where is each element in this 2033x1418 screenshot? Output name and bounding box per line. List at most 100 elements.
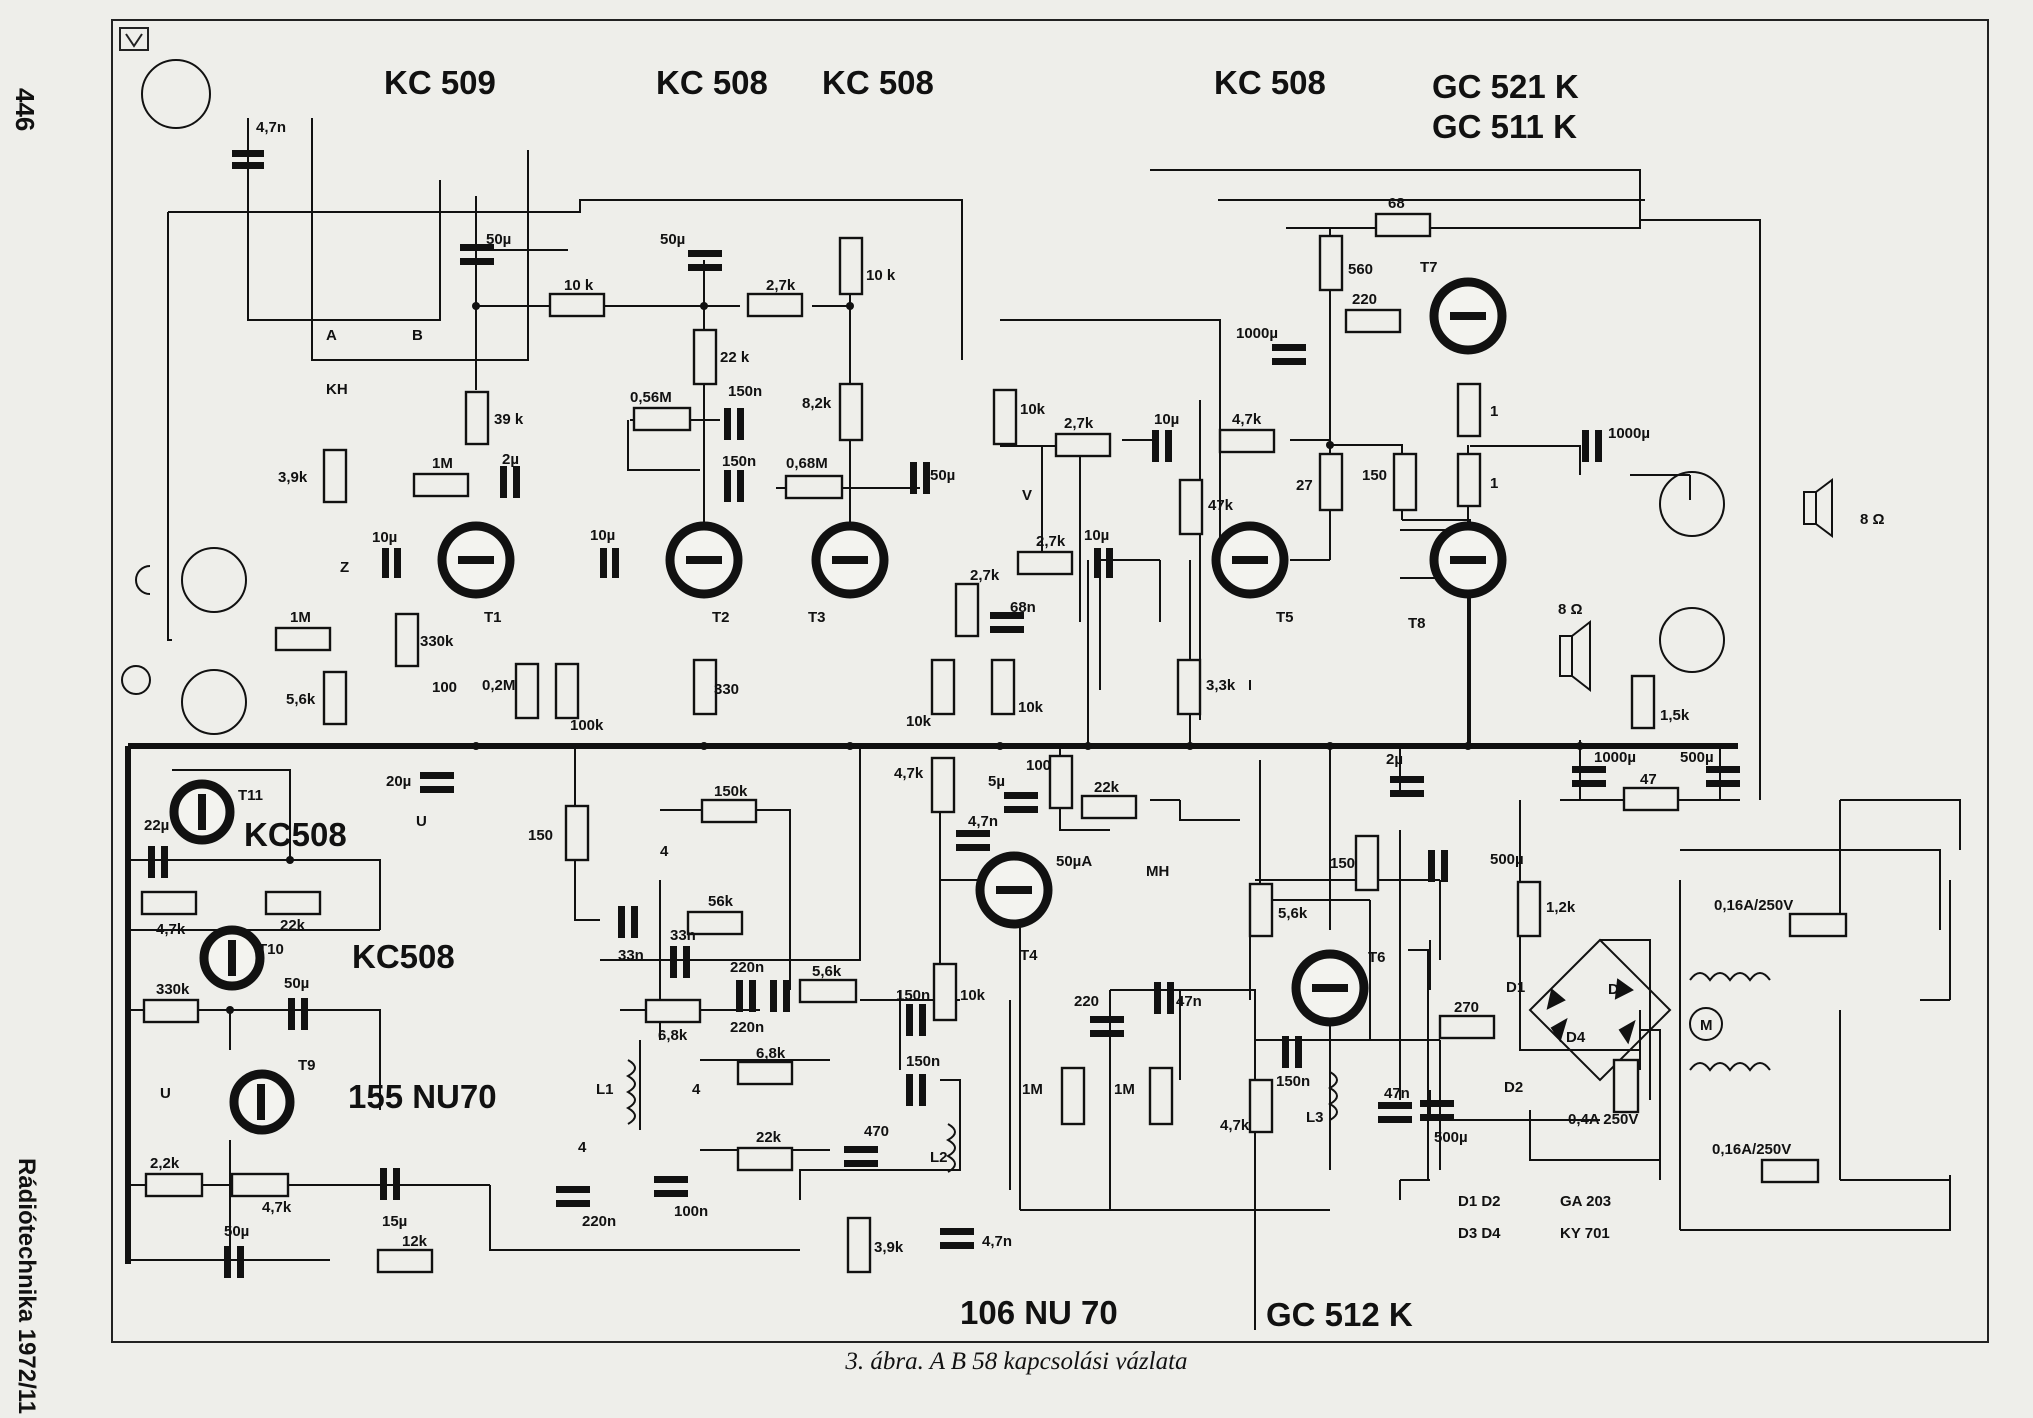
speaker-icon xyxy=(1559,619,1591,693)
diode-type-table: D1 D2 GA 203 D3 D4 KY 701 xyxy=(1458,1193,1611,1242)
svg-text:D4: D4 xyxy=(1566,1029,1586,1046)
resistor xyxy=(264,890,322,916)
resistor xyxy=(322,448,348,504)
svg-text:U: U xyxy=(160,1085,171,1102)
din-socket xyxy=(1659,607,1725,673)
svg-text:68n: 68n xyxy=(1010,599,1036,616)
svg-text:50µ: 50µ xyxy=(224,1223,249,1240)
resistor xyxy=(394,612,420,668)
svg-text:0,4A 250V: 0,4A 250V xyxy=(1568,1111,1638,1128)
svg-text:50µ: 50µ xyxy=(486,231,511,248)
svg-text:1000µ: 1000µ xyxy=(1608,425,1650,442)
svg-text:0,68M: 0,68M xyxy=(786,455,828,472)
svg-text:4,7n: 4,7n xyxy=(256,119,286,136)
svg-text:4,7k: 4,7k xyxy=(1220,1117,1250,1134)
heading-kc508-t10: KC508 xyxy=(352,938,455,975)
svg-text:6,8k: 6,8k xyxy=(756,1045,786,1062)
resistor xyxy=(274,626,332,652)
svg-text:10µ: 10µ xyxy=(1154,411,1179,428)
svg-text:470: 470 xyxy=(864,1123,889,1140)
resistor xyxy=(554,662,580,720)
svg-text:1: 1 xyxy=(1490,475,1498,492)
svg-text:4,7k: 4,7k xyxy=(1232,411,1262,428)
svg-text:T9: T9 xyxy=(298,1057,316,1074)
svg-text:12k: 12k xyxy=(402,1233,428,1250)
svg-text:500µ: 500µ xyxy=(1680,749,1714,766)
svg-text:150: 150 xyxy=(1330,855,1355,872)
resistor xyxy=(930,756,956,814)
svg-text:4: 4 xyxy=(692,1081,701,1098)
svg-text:500µ: 500µ xyxy=(1490,851,1524,868)
resistor xyxy=(692,658,718,716)
transistor-t11: T11 xyxy=(169,779,263,845)
transistor-t6: T6 xyxy=(1291,949,1386,1027)
svg-text:4: 4 xyxy=(578,1139,587,1156)
svg-text:8,2k: 8,2k xyxy=(802,395,832,412)
svg-text:22k: 22k xyxy=(1094,779,1120,796)
svg-text:150n: 150n xyxy=(728,383,762,400)
resistor xyxy=(514,662,540,720)
resistor xyxy=(736,1146,794,1172)
resistor xyxy=(700,798,758,824)
resistor xyxy=(1060,1066,1086,1126)
svg-text:T4: T4 xyxy=(1020,947,1038,964)
svg-text:U: U xyxy=(416,813,427,830)
svg-text:1000µ: 1000µ xyxy=(1594,749,1636,766)
svg-text:10k: 10k xyxy=(906,713,932,730)
svg-text:1,5k: 1,5k xyxy=(1660,707,1690,724)
schematic-frame xyxy=(111,19,1989,1343)
headphone-jack xyxy=(135,565,151,595)
heading-kc508-a: KC 508 xyxy=(656,64,768,101)
svg-text:T1: T1 xyxy=(484,609,502,626)
svg-text:47: 47 xyxy=(1640,771,1657,788)
resistor xyxy=(1176,658,1202,716)
diode-table-type: KY 701 xyxy=(1560,1225,1610,1242)
resistor xyxy=(990,658,1016,716)
svg-text:220: 220 xyxy=(1352,291,1377,308)
svg-text:5µ: 5µ xyxy=(988,773,1005,790)
svg-text:22k: 22k xyxy=(280,917,306,934)
transistor-t7: T7 xyxy=(1420,259,1507,355)
resistor xyxy=(1630,674,1656,730)
resistor xyxy=(1456,382,1482,438)
resistor xyxy=(1354,834,1380,892)
svg-text:33n: 33n xyxy=(670,927,696,944)
svg-text:220n: 220n xyxy=(730,1019,764,1036)
svg-text:22k: 22k xyxy=(756,1129,782,1146)
svg-text:T5: T5 xyxy=(1276,609,1294,626)
motor-label: M xyxy=(1700,1017,1713,1034)
svg-text:33n: 33n xyxy=(618,947,644,964)
heading-kc508-t11: KC508 xyxy=(244,816,347,853)
resistor xyxy=(1218,428,1276,454)
svg-text:1000µ: 1000µ xyxy=(1236,325,1278,342)
svg-text:330: 330 xyxy=(714,681,739,698)
svg-text:1M: 1M xyxy=(1114,1081,1135,1098)
fuse xyxy=(1760,1158,1820,1184)
resistor xyxy=(464,390,490,446)
svg-text:1M: 1M xyxy=(290,609,311,626)
resistor xyxy=(140,890,198,916)
figure-caption: 3. ábra. A B 58 kapcsolási vázlata xyxy=(845,1348,1188,1375)
connectors xyxy=(121,59,1725,735)
svg-text:39 k: 39 k xyxy=(494,411,524,428)
svg-text:T11: T11 xyxy=(238,787,263,804)
transformer-coil xyxy=(1689,1062,1771,1072)
svg-text:T2: T2 xyxy=(712,609,730,626)
svg-text:50µA: 50µA xyxy=(1056,853,1092,870)
svg-text:220n: 220n xyxy=(582,1213,616,1230)
heading-155nu70: 155 NU70 xyxy=(348,1078,497,1115)
svg-text:2,7k: 2,7k xyxy=(1064,415,1094,432)
svg-text:10k: 10k xyxy=(960,987,986,1004)
svg-text:560: 560 xyxy=(1348,261,1373,278)
transformer-coil xyxy=(1689,972,1771,982)
heading-gc511k: GC 511 K xyxy=(1432,108,1577,145)
din-socket xyxy=(141,59,211,129)
resistor xyxy=(746,292,804,318)
din-socket xyxy=(1659,471,1725,537)
svg-text:150n: 150n xyxy=(906,1053,940,1070)
svg-text:22µ: 22µ xyxy=(144,817,169,834)
resistor xyxy=(1344,308,1402,334)
junction-dots xyxy=(226,302,1584,1014)
svg-text:Z: Z xyxy=(340,559,349,576)
